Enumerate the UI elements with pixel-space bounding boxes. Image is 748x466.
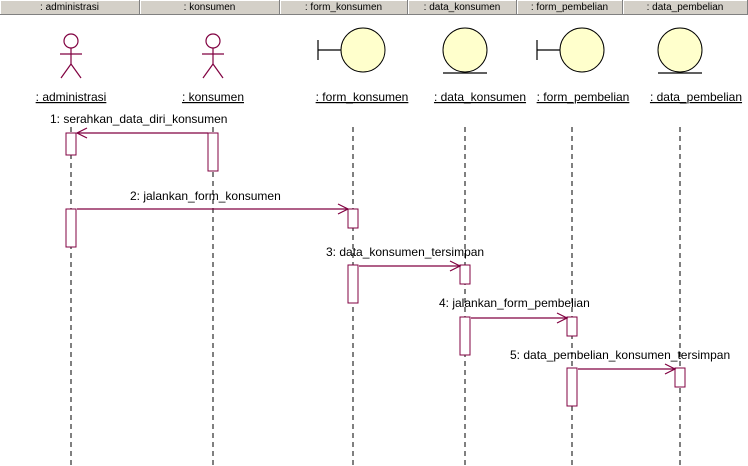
activation-box [566, 367, 578, 407]
object-name-form-konsumen[interactable]: : form_konsumen [316, 90, 409, 104]
boundary-icon [559, 27, 605, 73]
activation-box [459, 264, 471, 285]
actor-head [205, 33, 221, 49]
header-column-form-pembelian[interactable]: : form_pembelian [517, 0, 623, 15]
object-name-konsumen[interactable]: : konsumen [182, 90, 244, 104]
header-column-form-konsumen[interactable]: : form_konsumen [280, 0, 408, 15]
arrowhead-icon [449, 260, 462, 272]
header-column-konsumen[interactable]: : konsumen [140, 0, 280, 15]
object-name-data-konsumen[interactable]: : data_konsumen [434, 90, 526, 104]
header-column-administrasi[interactable]: : administrasi [0, 0, 140, 15]
activation-box [347, 208, 359, 229]
actor-right-leg [70, 63, 82, 79]
message-label-1[interactable]: 1: serahkan_data_diri_konsumen [50, 112, 227, 126]
object-name-data-pembelian[interactable]: : data_pembelian [650, 90, 742, 104]
entity-icon [442, 27, 488, 73]
message-label-3[interactable]: 3: data_konsumen_tersimpan [326, 245, 484, 259]
actor-right-leg [212, 63, 224, 79]
activation-box [65, 208, 77, 248]
actor-left-leg [60, 63, 72, 79]
activation-box [207, 132, 219, 172]
message-label-2[interactable]: 2: jalankan_form_konsumen [130, 189, 281, 203]
message-label-4[interactable]: 4: jalankan_form_pembelian [439, 296, 590, 310]
actor-head [63, 33, 79, 49]
activation-box [459, 316, 471, 356]
arrowhead-icon [75, 127, 88, 139]
entity-icon [657, 27, 703, 73]
activation-box [674, 367, 686, 388]
message-label-5[interactable]: 5: data_pembelian_konsumen_tersimpan [510, 348, 730, 362]
activation-box [65, 132, 77, 156]
arrowhead-icon [337, 203, 350, 215]
actor-left-leg [202, 63, 214, 79]
object-name-form-pembelian[interactable]: : form_pembelian [537, 90, 630, 104]
boundary-icon [340, 27, 386, 73]
arrowhead-icon [556, 312, 569, 324]
activation-box [566, 316, 578, 337]
header-column-data-konsumen[interactable]: : data_konsumen [408, 0, 517, 15]
activation-box [347, 264, 359, 304]
object-name-administrasi[interactable]: : administrasi [36, 90, 107, 104]
arrowhead-icon [664, 363, 677, 375]
